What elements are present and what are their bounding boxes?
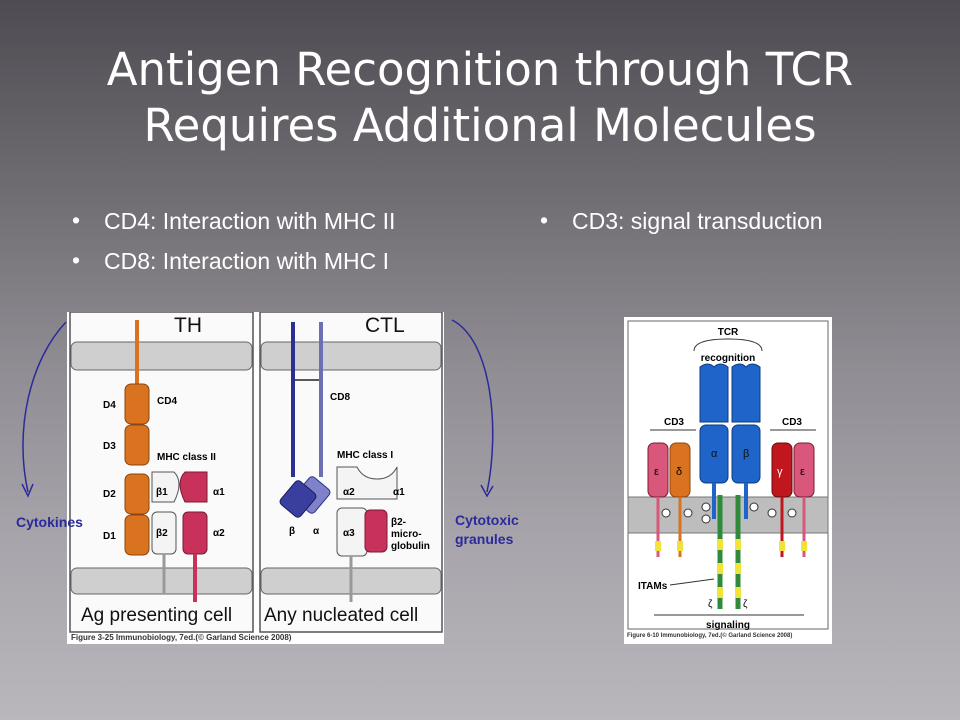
charge-plus-3 — [749, 502, 759, 512]
cd4-cd8-diagram: D4 D3 D2 D1 CD4 MHC class II β1 β2 α1 α2… — [69, 311, 443, 633]
b2m-label-3: globulin — [391, 541, 430, 552]
title-line-2: Requires Additional Molecules — [143, 99, 817, 152]
d3-label: D3 — [103, 441, 116, 452]
ctl-membrane — [260, 341, 442, 371]
itam-zeta1-c — [717, 587, 723, 598]
charge-plus-1 — [701, 502, 711, 512]
itam-epsilon-left — [655, 541, 661, 551]
b2m-label-1: β2- — [391, 517, 406, 528]
cytotoxic-arrowhead — [480, 484, 494, 498]
mhc2-beta1 — [151, 471, 180, 503]
itam-gamma — [779, 541, 785, 551]
cytotoxic-arrow — [451, 319, 494, 493]
cd4-d3-domain — [124, 424, 150, 466]
charge-minus-3 — [767, 508, 777, 518]
d1-label: D1 — [103, 531, 116, 542]
itam-epsilon-right — [801, 541, 807, 551]
itam-zeta2-b — [735, 563, 741, 574]
itam-zeta1-a — [717, 539, 723, 550]
epsilon-left-label: ε — [654, 466, 659, 478]
cd4-d1-domain — [124, 514, 150, 556]
recognition-bracket — [693, 338, 763, 352]
bullet-cd8: CD8: Interaction with MHC I — [70, 247, 395, 275]
cd3-right-label: CD3 — [782, 417, 802, 428]
cd8-alpha-label: α — [313, 526, 320, 537]
mhc2-label: MHC class II — [157, 452, 216, 463]
ctl-label: CTL — [365, 314, 405, 337]
a1-label: α1 — [213, 487, 225, 498]
cd8-beta-label: β — [289, 526, 295, 537]
tcr-beta-label: β — [743, 448, 749, 460]
delta-label: δ — [676, 466, 682, 478]
itams-pointer — [669, 578, 715, 586]
bullet-list-left: CD4: Interaction with MHC II CD8: Intera… — [70, 207, 395, 288]
ag-presenting-cell-label: Ag presenting cell — [81, 605, 233, 626]
tcr-alpha-v — [699, 363, 729, 423]
cytokines-label: Cytokines — [16, 514, 83, 530]
cd4-d4-domain — [124, 383, 150, 425]
b2m-label-2: micro- — [391, 529, 422, 540]
cd8-beta-domain — [279, 480, 317, 518]
signaling-label: signaling — [706, 620, 750, 631]
bullet-cd3: CD3: signal transduction — [538, 207, 823, 235]
cytotoxic-granules-label: Cytotoxic granules — [455, 511, 519, 549]
tcr-label: TCR — [718, 327, 739, 338]
cd3-left-label: CD3 — [664, 417, 684, 428]
d4-label: D4 — [103, 400, 116, 411]
tcr-beta-v — [731, 363, 761, 423]
nucleated-cell-label: Any nucleated cell — [264, 605, 419, 626]
mhc1-a2-label: α2 — [343, 487, 355, 498]
apc-membrane — [70, 567, 253, 595]
cd4-cd8-figure: D4 D3 D2 D1 CD4 MHC class II β1 β2 α1 α2… — [67, 311, 444, 644]
mhc1-a3-label: α3 — [343, 528, 355, 539]
zeta2-label: ζ — [743, 599, 748, 610]
charge-minus-1 — [661, 508, 671, 518]
zeta1-label: ζ — [708, 599, 713, 610]
cd8-label: CD8 — [330, 392, 350, 403]
left-figure-caption: Figure 3-25 Immunobiology, 7ed.(© Garlan… — [71, 633, 292, 642]
mhc1-alpha1-alpha2 — [336, 466, 398, 500]
d2-label: D2 — [103, 489, 116, 500]
itam-zeta2-c — [735, 587, 741, 598]
charge-plus-2 — [701, 514, 711, 524]
bullet-list-right: CD3: signal transduction — [538, 207, 823, 248]
b1-label: β1 — [156, 487, 168, 498]
mhc1-label: MHC class I — [337, 450, 393, 461]
mhc1-a1-label: α1 — [393, 487, 405, 498]
b2-label: β2 — [156, 528, 168, 539]
itam-delta — [677, 541, 683, 551]
charge-minus-4 — [787, 508, 797, 518]
cytokines-arrowhead — [21, 483, 34, 498]
recognition-label: recognition — [701, 353, 755, 364]
cd4-d2-domain — [124, 473, 150, 515]
mhc2-alpha1 — [179, 471, 208, 503]
itam-zeta2-a — [735, 539, 741, 550]
th-membrane — [70, 341, 253, 371]
bullet-cd4: CD4: Interaction with MHC II — [70, 207, 395, 235]
th-label: TH — [174, 314, 202, 337]
cytotoxic-line-2: granules — [455, 531, 514, 547]
cytotoxic-line-1: Cytotoxic — [455, 512, 519, 528]
charge-minus-2 — [683, 508, 693, 518]
cd4-label: CD4 — [157, 396, 177, 407]
mhc2-alpha2 — [182, 511, 208, 555]
beta2-microglobulin — [364, 509, 388, 553]
cd3-figure: TCR recognition α β CD3 CD3 ε δ γ ε — [624, 317, 832, 644]
epsilon-right-label: ε — [800, 466, 805, 478]
cytokines-arrow — [22, 321, 67, 493]
itam-zeta1-b — [717, 563, 723, 574]
right-figure-caption: Figure 6-10 Immunobiology, 7ed.(© Garlan… — [627, 633, 793, 639]
itams-label: ITAMs — [638, 581, 668, 592]
tcr-alpha-label: α — [711, 448, 718, 460]
title-line-1: Antigen Recognition through TCR — [106, 43, 854, 96]
slide-title: Antigen Recognition through TCR Requires… — [40, 42, 920, 154]
gamma-label: γ — [777, 466, 783, 478]
a2-label: α2 — [213, 528, 225, 539]
tcr-cd3-diagram: TCR recognition α β CD3 CD3 ε δ γ ε — [627, 320, 829, 631]
